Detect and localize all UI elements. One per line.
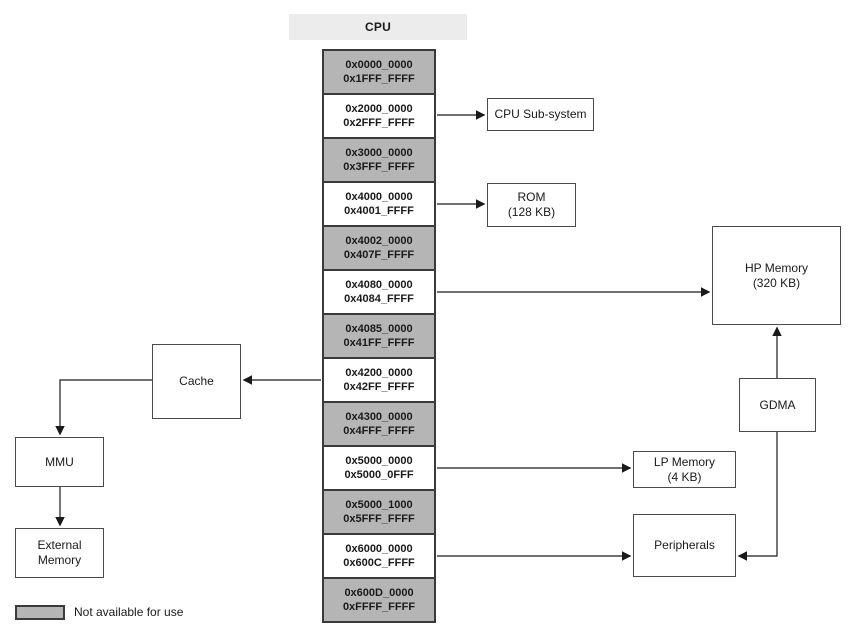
legend-unavailable-swatch: [15, 604, 65, 620]
memory-block-end-address: 0x41FF_FFFF: [343, 337, 415, 349]
memory-block-end-address: 0x1FFF_FFFF: [343, 73, 415, 85]
rom-size-label: (128 KB): [507, 205, 556, 219]
memory-block-start-address: 0x4085_0000: [345, 323, 413, 335]
rom-box: ROM (128 KB): [487, 183, 576, 227]
memory-column: 0x0000_0000 0x1FFF_FFFF 0x2000_0000 0x2FFF_…: [322, 49, 436, 623]
memory-block-end-address: 0x4FFF_FFFF: [343, 425, 415, 437]
memory-block-start-address: 0x5000_0000: [345, 455, 413, 467]
memory-block-start-address: 0x4200_0000: [345, 367, 413, 379]
memory-block-start-address: 0x4000_0000: [345, 191, 413, 203]
rom-label: ROM: [517, 190, 546, 204]
memory-block-end-address: 0x5000_0FFF: [344, 469, 414, 481]
legend-label: Not available for use: [74, 605, 184, 619]
memory-block-end-address: 0x4084_FFFF: [344, 293, 414, 305]
memory-block-start-address: 0x0000_0000: [345, 59, 413, 71]
cpu-header-label: CPU: [365, 20, 391, 34]
cache-label: Cache: [179, 374, 214, 388]
memory-block-end-address: 0x407F_FFFF: [343, 249, 415, 261]
cpu-header: CPU: [289, 14, 467, 40]
memory-block: 0x2000_0000 0x2FFF_FFFF: [322, 93, 436, 139]
memory-block: 0x4080_0000 0x4084_FFFF: [322, 269, 436, 315]
memory-block-start-address: 0x6000_0000: [345, 543, 413, 555]
memory-block: 0x4002_0000 0x407F_FFFF: [322, 225, 436, 271]
hp-memory-box: HP Memory (320 KB): [712, 226, 841, 325]
peripherals-label: Peripherals: [654, 538, 715, 552]
mmu-box: MMU: [15, 437, 104, 487]
memory-block-end-address: 0x3FFF_FFFF: [343, 161, 415, 173]
mmu-label: MMU: [45, 454, 74, 469]
memory-block: 0x0000_0000 0x1FFF_FFFF: [322, 49, 436, 95]
memory-block: 0x4200_0000 0x42FF_FFFF: [322, 357, 436, 403]
memory-block: 0x4085_0000 0x41FF_FFFF: [322, 313, 436, 359]
legend: Not available for use: [15, 603, 183, 621]
external-memory-box: External Memory: [15, 528, 104, 578]
cpu-subsystem-box: CPU Sub-system: [487, 98, 594, 131]
hp-memory-size-label: (320 KB): [752, 275, 801, 290]
gdma-label: GDMA: [759, 397, 796, 412]
memory-block-start-address: 0x4300_0000: [345, 411, 413, 423]
memory-block-end-address: 0x2FFF_FFFF: [343, 117, 415, 129]
memory-block: 0x5000_0000 0x5000_0FFF: [322, 445, 436, 491]
memory-block-start-address: 0x2000_0000: [345, 103, 413, 115]
connector-gdma-peripherals: [737, 432, 778, 561]
memory-block-start-address: 0x5000_1000: [345, 499, 413, 511]
memory-block-end-address: 0x4001_FFFF: [344, 205, 414, 217]
memory-block: 0x3000_0000 0x3FFF_FFFF: [322, 137, 436, 183]
memory-block-start-address: 0x600D_0000: [344, 587, 414, 599]
connector-cache-mmu: [55, 379, 152, 436]
memory-block-end-address: 0xFFFF_FFFF: [342, 601, 416, 613]
cache-box: Cache: [152, 344, 241, 419]
peripherals-box: Peripherals: [633, 514, 736, 577]
cpu-subsystem-label: CPU Sub-system: [494, 107, 587, 121]
memory-block: 0x600D_0000 0xFFFF_FFFF: [322, 577, 436, 623]
memory-block: 0x5000_1000 0x5FFF_FFFF: [322, 489, 436, 535]
memory-block: 0x6000_0000 0x600C_FFFF: [322, 533, 436, 579]
lp-memory-box: LP Memory (4 KB): [633, 451, 736, 488]
memory-block-start-address: 0x3000_0000: [345, 147, 413, 159]
lp-memory-label: LP Memory: [653, 454, 716, 469]
gdma-box: GDMA: [739, 378, 816, 432]
memory-block-end-address: 0x5FFF_FFFF: [343, 513, 415, 525]
memory-block-start-address: 0x4002_0000: [345, 235, 413, 247]
memory-block-end-address: 0x600C_FFFF: [343, 557, 415, 569]
memory-block: 0x4300_0000 0x4FFF_FFFF: [322, 401, 436, 447]
external-memory-label-2: Memory: [37, 553, 82, 567]
memory-block: 0x4000_0000 0x4001_FFFF: [322, 181, 436, 227]
hp-memory-label: HP Memory: [744, 260, 809, 275]
memory-block-end-address: 0x42FF_FFFF: [343, 381, 415, 393]
external-memory-label: External: [37, 538, 82, 552]
memory-block-start-address: 0x4080_0000: [345, 279, 413, 291]
lp-memory-size-label: (4 KB): [667, 469, 702, 484]
